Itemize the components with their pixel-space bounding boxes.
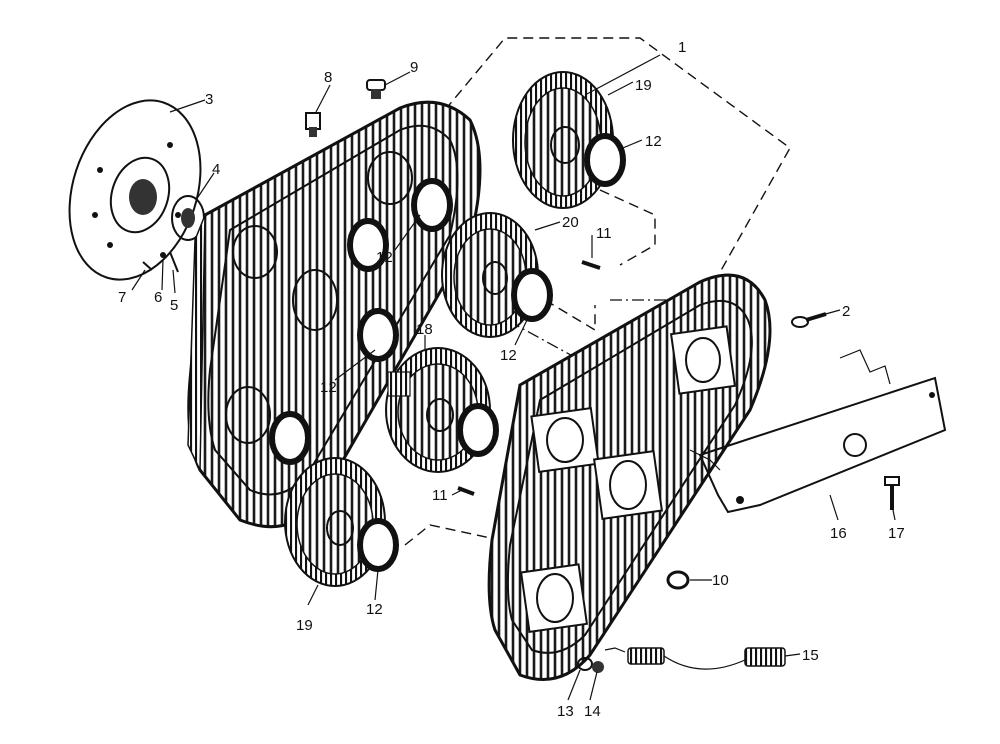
callout-2: 2 — [842, 303, 850, 320]
small-fasteners — [142, 251, 179, 273]
callout-18: 18 — [416, 321, 433, 338]
leader-lines — [131, 54, 896, 701]
callout-labels: 1 2 3 4 5 6 7 8 9 10 11 11 12 12 12 12 1… — [118, 39, 905, 720]
callout-19a: 19 — [635, 77, 652, 94]
callout-6: 6 — [154, 289, 162, 306]
callout-12a: 12 — [645, 133, 662, 150]
gear-19-top — [512, 71, 626, 209]
callout-15: 15 — [802, 647, 819, 664]
callout-7: 7 — [118, 289, 126, 306]
flange-plate — [68, 99, 202, 281]
callout-11a: 11 — [596, 225, 612, 242]
callout-12d: 12 — [500, 347, 517, 364]
callout-1: 1 — [678, 39, 686, 56]
callout-13: 13 — [557, 703, 574, 720]
gear-18 — [385, 347, 499, 473]
sensor-cable — [577, 647, 786, 673]
callout-4: 4 — [212, 161, 220, 178]
callout-3: 3 — [205, 91, 213, 108]
gear-20 — [441, 212, 553, 338]
housing-cover — [487, 273, 772, 681]
callout-14: 14 — [584, 703, 601, 720]
gearbox-housing — [187, 100, 482, 529]
callout-9: 9 — [410, 59, 418, 76]
callout-8: 8 — [324, 69, 332, 86]
callout-5: 5 — [170, 297, 178, 314]
callout-17: 17 — [888, 525, 905, 542]
gear-19-bottom — [284, 457, 399, 587]
callout-11b: 11 — [432, 487, 448, 504]
callout-19b: 19 — [296, 617, 313, 634]
callout-12e: 12 — [366, 601, 383, 618]
callout-12c: 12 — [320, 379, 337, 396]
callout-10: 10 — [712, 572, 729, 589]
mounting-bracket — [689, 349, 947, 514]
callout-16: 16 — [830, 525, 847, 542]
callout-12b: 12 — [376, 249, 393, 266]
callout-20: 20 — [562, 214, 579, 231]
